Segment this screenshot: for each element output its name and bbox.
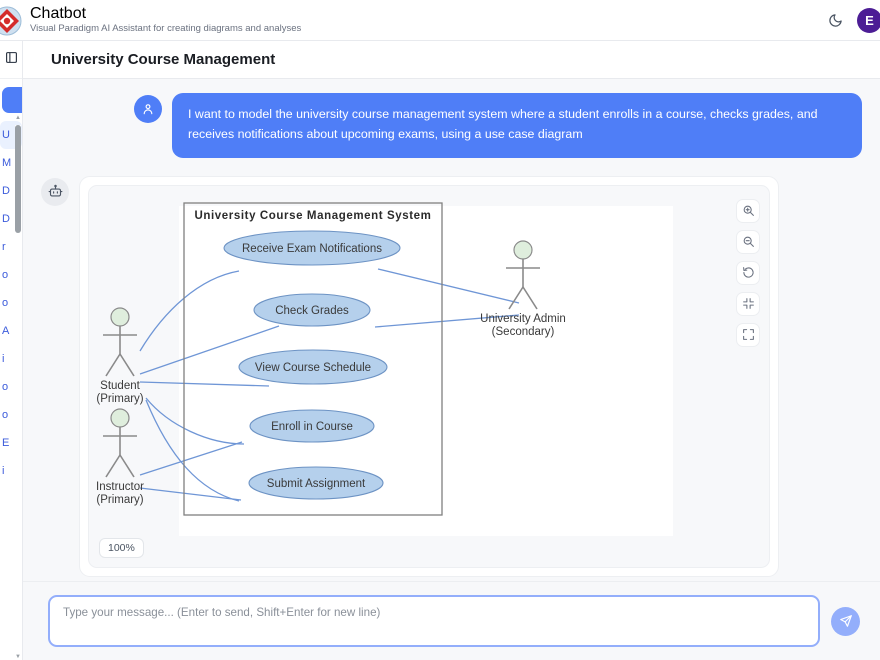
use-case-enroll-in-course[interactable]: Enroll in Course	[249, 409, 375, 443]
use-case-receive-exam-notifications[interactable]: Receive Exam Notifications	[223, 230, 401, 266]
reset-icon[interactable]	[736, 260, 760, 285]
use-case-submit-assignment[interactable]: Submit Assignment	[248, 466, 384, 500]
actor-role-student: (Primary)	[96, 393, 143, 405]
sidebar-item-10[interactable]: o	[2, 409, 9, 421]
new-chat-button[interactable]: +	[2, 87, 22, 113]
zoom-in-icon[interactable]	[736, 198, 760, 223]
sidebar-item-4[interactable]: r	[2, 241, 6, 253]
brand-text-block: Chatbot Visual Paradigm AI Assistant for…	[30, 5, 301, 35]
svg-text:Receive Exam Notifications: Receive Exam Notifications	[242, 243, 382, 255]
sidebar-item-1[interactable]: M	[2, 157, 12, 169]
actor-label-instructor: Instructor	[96, 481, 144, 493]
svg-text:View Course Schedule: View Course Schedule	[255, 362, 371, 374]
sidebar-header	[0, 41, 22, 79]
brand-title: Chatbot	[30, 4, 87, 22]
sidebar-item-7[interactable]: A	[2, 325, 10, 337]
actor-student[interactable]: Student (Primary)	[96, 307, 144, 405]
diagram-toolbar	[736, 198, 760, 347]
diagram-connectors	[139, 268, 520, 502]
svg-text:Enroll in Course: Enroll in Course	[271, 421, 353, 433]
sidebar-item-6[interactable]: o	[2, 297, 9, 309]
actor-label-admin: University Admin	[480, 313, 566, 325]
actor-role-admin: (Secondary)	[492, 326, 555, 338]
system-boundary-label: University Course Management System	[194, 210, 431, 222]
svg-text:Check Grades: Check Grades	[275, 305, 349, 317]
panel-toggle-icon[interactable]	[5, 51, 18, 69]
page-header: University Course Management	[23, 41, 880, 79]
scrollbar-thumb[interactable]	[15, 125, 21, 233]
brand-subtitle: Visual Paradigm AI Assistant for creatin…	[30, 22, 302, 34]
sidebar-item-9[interactable]: o	[2, 381, 9, 393]
fit-screen-icon[interactable]	[736, 291, 760, 316]
visual-paradigm-logo	[0, 4, 24, 38]
bot-message-row: University Course Management System Rece…	[41, 175, 862, 577]
actor-university-admin[interactable]: University Admin (Secondary)	[480, 240, 566, 338]
moon-icon[interactable]	[825, 11, 845, 31]
user-icon	[134, 95, 162, 123]
sidebar-item-12[interactable]: i	[2, 465, 5, 477]
zoom-out-icon[interactable]	[736, 229, 760, 254]
conversation-area: I want to model the university course ma…	[23, 79, 880, 622]
brand-bar-actions: E	[825, 0, 880, 41]
actor-instructor[interactable]: Instructor (Primary)	[96, 408, 144, 506]
brand-bar: Chatbot Visual Paradigm AI Assistant for…	[0, 0, 880, 41]
sidebar-item-3[interactable]: D	[2, 213, 10, 225]
fullscreen-icon[interactable]	[736, 322, 760, 347]
user-avatar[interactable]: E	[857, 8, 880, 33]
message-composer	[23, 581, 880, 660]
user-message-bubble: I want to model the university course ma…	[172, 93, 862, 158]
diagram-container[interactable]: University Course Management System Rece…	[88, 184, 770, 568]
sidebar-item-5[interactable]: o	[2, 269, 9, 281]
scrollbar-track	[15, 125, 21, 650]
sidebar-item-2[interactable]: D	[2, 185, 10, 197]
scroll-up-arrow-icon[interactable]: ▲	[15, 115, 21, 121]
scroll-down-arrow-icon[interactable]: ▼	[15, 654, 21, 660]
user-message-row: I want to model the university course ma…	[41, 93, 862, 158]
sidebar-scrollbar[interactable]: ▲ ▼	[15, 115, 21, 660]
bot-response-card: University Course Management System Rece…	[79, 175, 779, 577]
use-case-nodes: Receive Exam Notifications Check Grades …	[223, 230, 401, 500]
send-icon[interactable]	[831, 606, 860, 636]
robot-icon	[41, 177, 69, 206]
sidebar-item-11[interactable]: E	[2, 437, 10, 449]
page-title: University Course Management	[51, 51, 276, 68]
main-column: University Course Management I want to m…	[23, 41, 880, 660]
sidebar: + U M D D r o o A i o o E i ▲ ▼	[0, 41, 23, 660]
svg-text:Submit Assignment: Submit Assignment	[267, 478, 366, 490]
use-case-diagram-svg: University Course Management System Rece…	[96, 202, 566, 516]
actor-label-student: Student	[100, 380, 140, 392]
use-case-check-grades[interactable]: Check Grades	[253, 293, 371, 327]
actor-role-instructor: (Primary)	[96, 494, 143, 506]
zoom-level-badge: 100%	[99, 537, 144, 558]
message-input[interactable]	[48, 595, 820, 647]
sidebar-item-8[interactable]: i	[2, 353, 5, 365]
use-case-view-course-schedule[interactable]: View Course Schedule	[238, 349, 388, 385]
system-boundary: University Course Management System	[183, 202, 443, 516]
